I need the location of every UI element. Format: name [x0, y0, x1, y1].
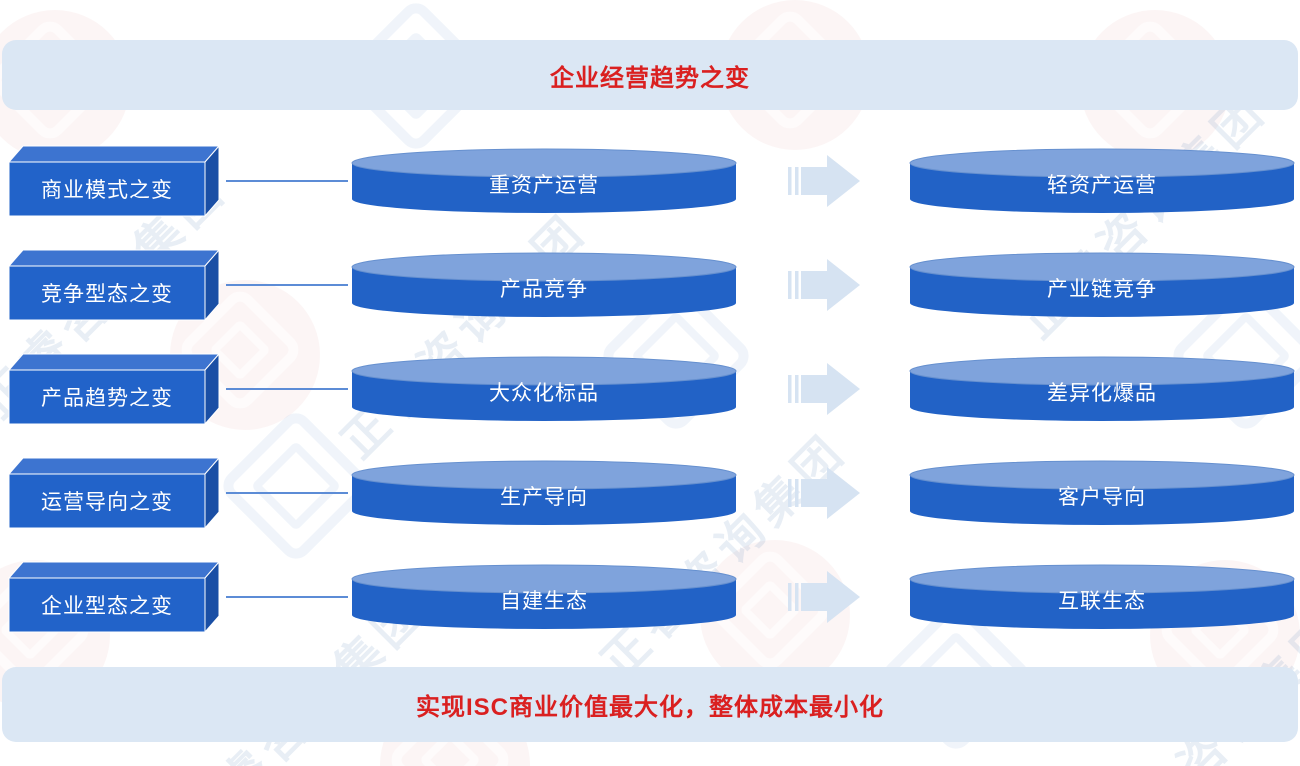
- cylinder-shape: [909, 564, 1295, 629]
- category-box: 企业型态之变: [8, 561, 220, 633]
- cylinder-shape: [351, 564, 737, 629]
- box-3d-shape: [8, 145, 220, 217]
- cylinder-shape: [909, 460, 1295, 525]
- arrow-right-icon: [788, 155, 860, 207]
- category-label: 竞争型态之变: [41, 283, 173, 306]
- watermark-text: 正睿咨询集团: [331, 202, 598, 469]
- cylinder-shape: [909, 148, 1295, 213]
- to-label: 差异化爆品: [1047, 382, 1157, 405]
- category-label: 运营导向之变: [41, 491, 173, 514]
- to-cylinder: 差异化爆品: [908, 356, 1296, 422]
- category-box: 竞争型态之变: [8, 249, 220, 321]
- cylinder-shape: [351, 148, 737, 213]
- to-label: 客户导向: [1058, 486, 1146, 509]
- box-3d-shape: [8, 353, 220, 425]
- from-cylinder: 大众化标品: [350, 356, 738, 422]
- to-cylinder: 客户导向: [908, 460, 1296, 526]
- cylinder-shape: [351, 252, 737, 317]
- diagram-row: 企业型态之变 自建生态 互联生态: [0, 561, 1300, 633]
- from-label: 大众化标品: [489, 382, 599, 405]
- arrow-right-icon: [788, 467, 860, 519]
- to-label: 产业链竞争: [1047, 278, 1157, 301]
- from-cylinder: 重资产运营: [350, 148, 738, 214]
- cylinder-shape: [909, 252, 1295, 317]
- connector-line: [226, 284, 348, 286]
- box-3d-shape: [8, 457, 220, 529]
- diagram-row: 产品趋势之变 大众化标品 差异化爆品: [0, 353, 1300, 425]
- category-label: 商业模式之变: [41, 179, 173, 202]
- from-label: 重资产运营: [489, 174, 599, 197]
- connector-line: [226, 492, 348, 494]
- diagram-row: 运营导向之变 生产导向 客户导向: [0, 457, 1300, 529]
- from-cylinder: 产品竞争: [350, 252, 738, 318]
- to-cylinder: 产业链竞争: [908, 252, 1296, 318]
- cylinder-shape: [909, 356, 1295, 421]
- to-label: 轻资产运营: [1047, 174, 1157, 197]
- to-cylinder: 互联生态: [908, 564, 1296, 630]
- page-title: 企业经营趋势之变: [550, 64, 750, 92]
- from-label: 生产导向: [500, 486, 588, 509]
- category-box: 运营导向之变: [8, 457, 220, 529]
- diagram-row: 竞争型态之变 产品竞争 产业链竞争: [0, 249, 1300, 321]
- from-cylinder: 自建生态: [350, 564, 738, 630]
- to-label: 互联生态: [1058, 590, 1146, 613]
- from-label: 产品竞争: [500, 278, 588, 301]
- arrow-right-icon: [788, 363, 860, 415]
- category-box: 产品趋势之变: [8, 353, 220, 425]
- to-cylinder: 轻资产运营: [908, 148, 1296, 214]
- category-box: 商业模式之变: [8, 145, 220, 217]
- arrow-right-icon: [788, 571, 860, 623]
- connector-line: [226, 596, 348, 598]
- footer-banner: 实现ISC商业价值最大化，整体成本最小化: [2, 667, 1298, 742]
- connector-line: [226, 388, 348, 390]
- footer-title: 实现ISC商业价值最大化，整体成本最小化: [415, 694, 884, 721]
- cylinder-shape: [351, 356, 737, 421]
- from-label: 自建生态: [500, 590, 588, 613]
- from-cylinder: 生产导向: [350, 460, 738, 526]
- connector-line: [226, 180, 348, 182]
- category-label: 企业型态之变: [41, 595, 173, 618]
- diagram-row: 商业模式之变 重资产运营 轻资产运营: [0, 145, 1300, 217]
- header-banner: 企业经营趋势之变: [2, 40, 1298, 110]
- box-3d-shape: [8, 561, 220, 633]
- category-label: 产品趋势之变: [41, 387, 173, 410]
- box-3d-shape: [8, 249, 220, 321]
- arrow-right-icon: [788, 259, 860, 311]
- cylinder-shape: [351, 460, 737, 525]
